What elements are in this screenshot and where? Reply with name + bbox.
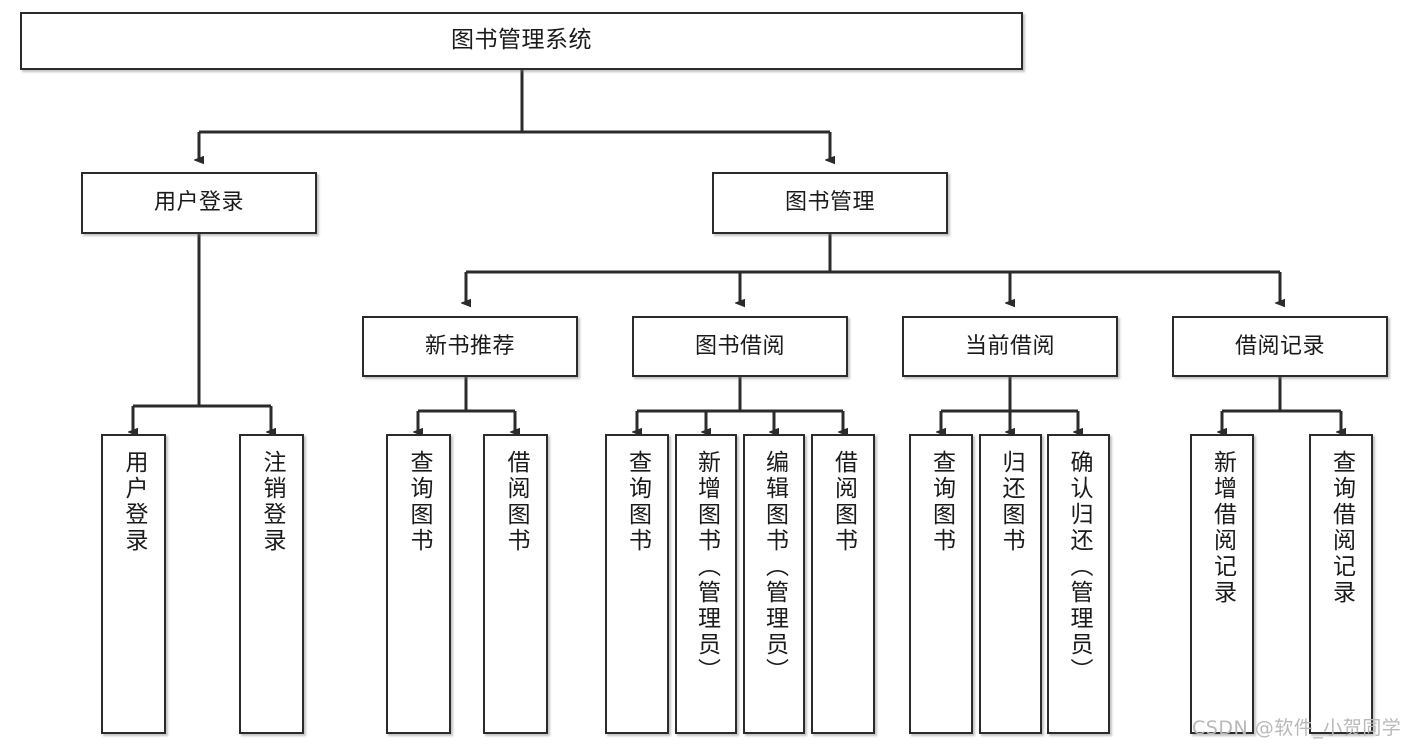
node-label: 图书管理系统	[451, 27, 592, 54]
node-label: 当前借阅	[964, 333, 1055, 359]
leaf-user-login[interactable]: 用户登录	[101, 434, 166, 734]
leaf-return-book[interactable]: 归还图书	[979, 434, 1042, 734]
node-label: 查询图书	[928, 450, 955, 554]
node-label: 查询图书	[406, 450, 432, 554]
node-label: 用户登录	[121, 450, 147, 554]
leaf-add-book-admin[interactable]: 新增图书（管理员）	[675, 434, 737, 734]
node-book-management[interactable]: 图书管理	[712, 172, 948, 234]
leaf-borrow-book-recommend[interactable]: 借阅图书	[483, 434, 548, 734]
node-book-borrow[interactable]: 图书借阅	[632, 316, 848, 377]
node-label: 编辑图书（管理员）	[761, 450, 788, 684]
leaf-edit-book-admin[interactable]: 编辑图书（管理员）	[743, 434, 805, 734]
node-label: 新增借阅记录	[1209, 450, 1236, 606]
node-label: 借阅图书	[830, 450, 857, 554]
node-label: 图书借阅	[694, 333, 785, 359]
node-label: 图书管理	[784, 190, 875, 216]
node-root-system[interactable]: 图书管理系统	[20, 12, 1023, 70]
leaf-add-borrow-record[interactable]: 新增借阅记录	[1190, 434, 1254, 734]
leaf-query-book-borrow[interactable]: 查询图书	[605, 434, 669, 734]
node-label: 查询借阅记录	[1328, 450, 1355, 606]
node-label: 新书推荐	[424, 333, 515, 359]
node-label: 借阅图书	[503, 450, 529, 554]
node-label: 确认归还（管理员）	[1066, 450, 1092, 684]
leaf-query-book-current[interactable]: 查询图书	[909, 434, 973, 734]
leaf-query-borrow-record[interactable]: 查询借阅记录	[1309, 434, 1373, 734]
leaf-query-book-recommend[interactable]: 查询图书	[386, 434, 451, 734]
leaf-borrow-book[interactable]: 借阅图书	[811, 434, 875, 734]
node-borrow-records[interactable]: 借阅记录	[1172, 316, 1388, 377]
node-label: 借阅记录	[1234, 333, 1325, 359]
leaf-logout[interactable]: 注销登录	[239, 434, 304, 734]
node-label: 注销登录	[259, 450, 285, 554]
node-label: 归还图书	[998, 450, 1024, 554]
node-user-login[interactable]: 用户登录	[81, 172, 317, 234]
node-label: 用户登录	[153, 190, 244, 216]
leaf-confirm-return-admin[interactable]: 确认归还（管理员）	[1047, 434, 1110, 734]
node-label: 新增图书（管理员）	[693, 450, 720, 684]
node-new-book-recommend[interactable]: 新书推荐	[362, 316, 578, 377]
node-current-borrow[interactable]: 当前借阅	[902, 316, 1118, 377]
node-label: 查询图书	[624, 450, 651, 554]
